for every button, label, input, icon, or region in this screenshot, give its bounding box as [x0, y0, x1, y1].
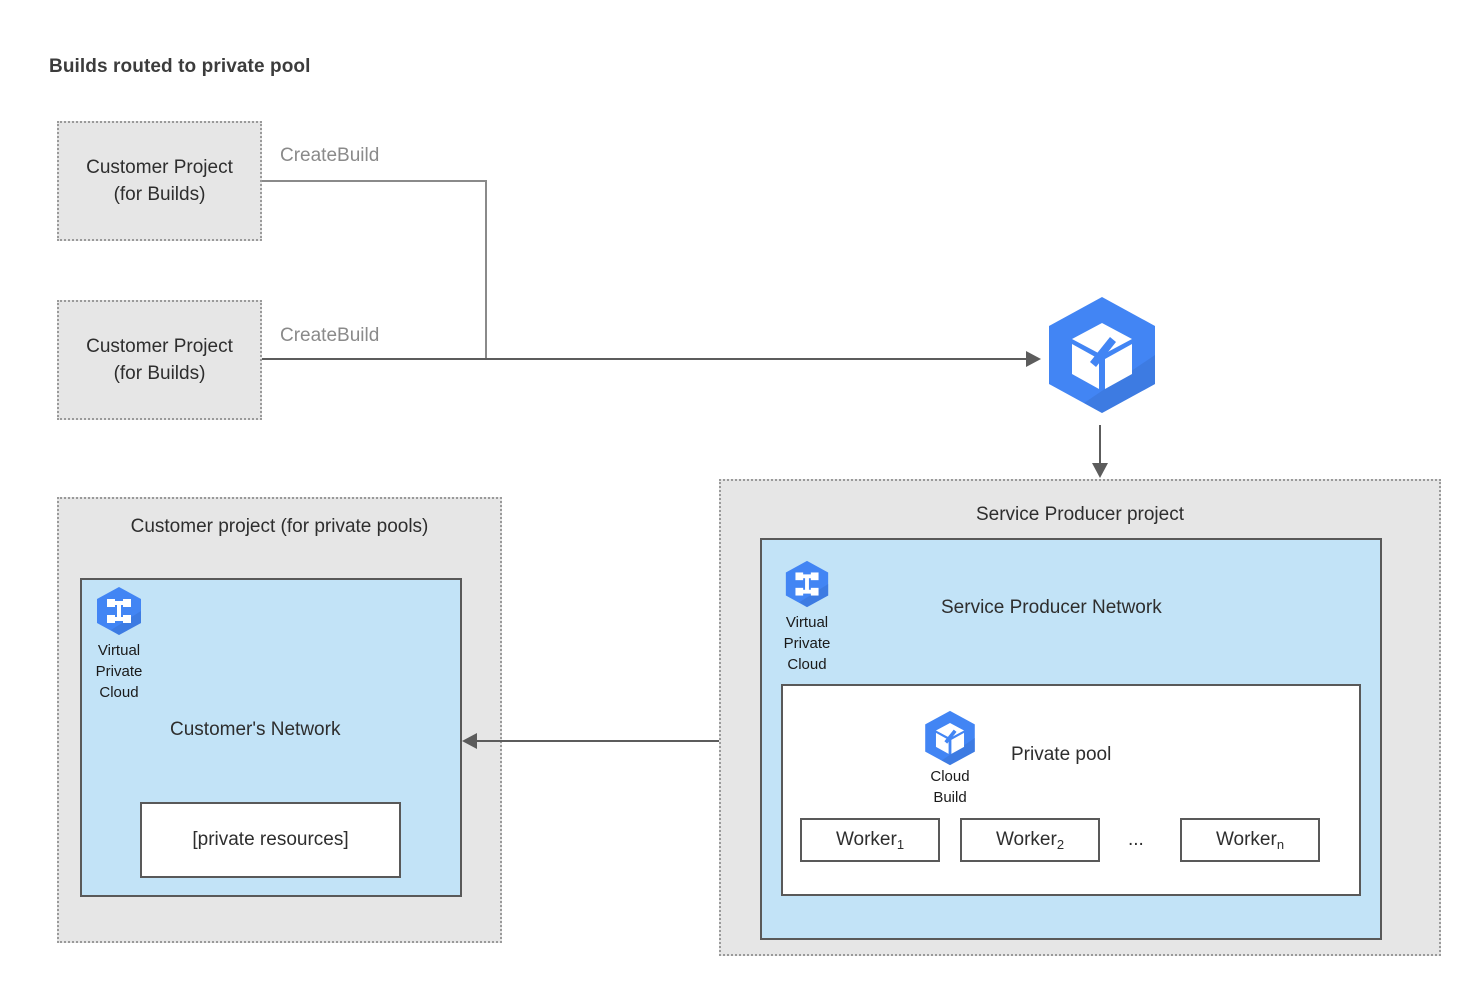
virtual-private-cloud-caption: Virtual Private Cloud — [88, 640, 150, 703]
connector-line-2-horizontal — [262, 358, 1026, 360]
cloud-build-caption-line2: Build — [933, 789, 967, 806]
page-title: Builds routed to private pool — [49, 56, 311, 77]
cloud-build-caption: Cloud Build — [919, 766, 981, 808]
virtual-private-cloud-icon — [93, 585, 145, 637]
customer-build-project-1-label: Customer Project (for Builds) — [86, 154, 233, 208]
customers-network-title: Customer's Network — [170, 719, 341, 740]
workers-ellipsis: ... — [1128, 829, 1144, 850]
vpc-caption-line1: Virtual — [97, 642, 141, 659]
vpc-producer-caption-line2: Private — [783, 635, 831, 652]
customer-private-pool-project-title: Customer project (for private pools) — [130, 516, 429, 537]
worker-1-index: 1 — [896, 836, 905, 852]
worker-1-name: Worker — [835, 829, 897, 850]
peering-arrow-left — [462, 733, 477, 749]
customer-build-project-2: Customer Project (for Builds) — [57, 300, 262, 420]
vpc-caption-line3: Cloud — [99, 684, 139, 701]
customer-build-project-1-line1: Customer Project — [86, 157, 233, 178]
vpc-caption-line2: Private — [95, 663, 143, 680]
customer-build-project-1-line2: (for Builds) — [113, 184, 206, 205]
cloud-build-caption-line1: Cloud — [930, 768, 970, 785]
virtual-private-cloud-icon-producer — [782, 559, 832, 609]
vpc-producer-caption-line3: Cloud — [787, 656, 827, 673]
arrow-hexagon-to-producer-line — [1099, 425, 1101, 465]
arrow-hexagon-to-producer-head — [1092, 463, 1108, 478]
createbuild-label-1: CreateBuild — [280, 145, 380, 166]
peering-connection-line — [477, 740, 745, 742]
connector-line-1-vertical — [485, 180, 487, 360]
worker-2-index: 2 — [1056, 836, 1065, 852]
worker-n-index: n — [1276, 836, 1285, 852]
worker-2-name: Worker — [995, 829, 1057, 850]
private-resources-label: [private resources] — [192, 829, 349, 850]
private-pool-label: Private pool — [1011, 744, 1112, 765]
service-producer-network-title: Service Producer Network — [941, 597, 1162, 618]
customer-build-project-2-line1: Customer Project — [86, 336, 233, 357]
customer-build-project-2-line2: (for Builds) — [113, 363, 206, 384]
customer-build-project-1: Customer Project (for Builds) — [57, 121, 262, 241]
private-pool-box — [781, 684, 1361, 896]
worker-n-name: Worker — [1215, 829, 1277, 850]
cloud-build-icon — [1040, 293, 1164, 417]
cloud-build-icon-pool — [921, 709, 979, 767]
service-producer-project-title: Service Producer project — [975, 504, 1185, 525]
createbuild-label-2: CreateBuild — [280, 325, 380, 346]
private-resources-box: [private resources] — [140, 802, 401, 878]
vpc-producer-caption-line1: Virtual — [785, 614, 829, 631]
virtual-private-cloud-caption-producer: Virtual Private Cloud — [776, 612, 838, 675]
arrow-to-cloud-build — [1026, 351, 1041, 367]
connector-line-1-horizontal — [262, 180, 487, 182]
customer-build-project-2-label: Customer Project (for Builds) — [86, 333, 233, 387]
